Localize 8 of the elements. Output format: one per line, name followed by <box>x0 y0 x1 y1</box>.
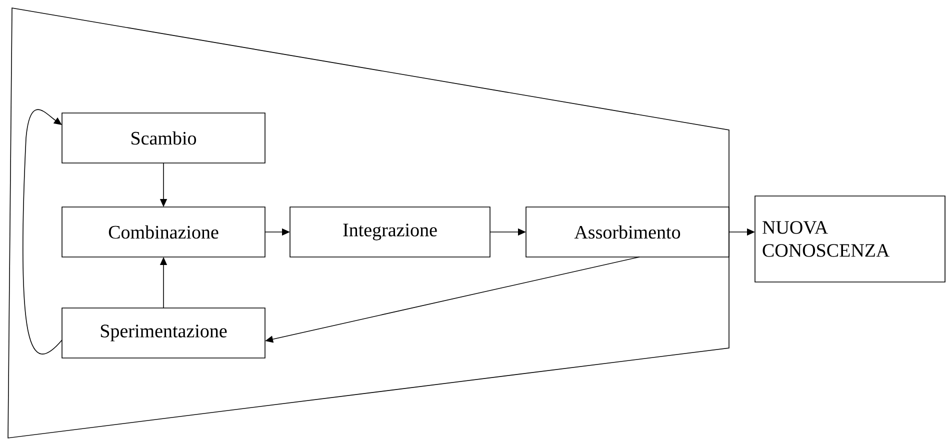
arrow <box>22 109 62 354</box>
process-box: Assorbimento <box>526 206 730 258</box>
funnel-outline <box>8 8 730 438</box>
result-box: NUOVA CONOSCENZA <box>754 196 946 282</box>
process-box: Sperimentazione <box>62 308 266 358</box>
process-box: Integrazione <box>290 206 490 258</box>
process-box: Combinazione <box>62 206 266 258</box>
process-box: Scambio <box>62 112 266 164</box>
